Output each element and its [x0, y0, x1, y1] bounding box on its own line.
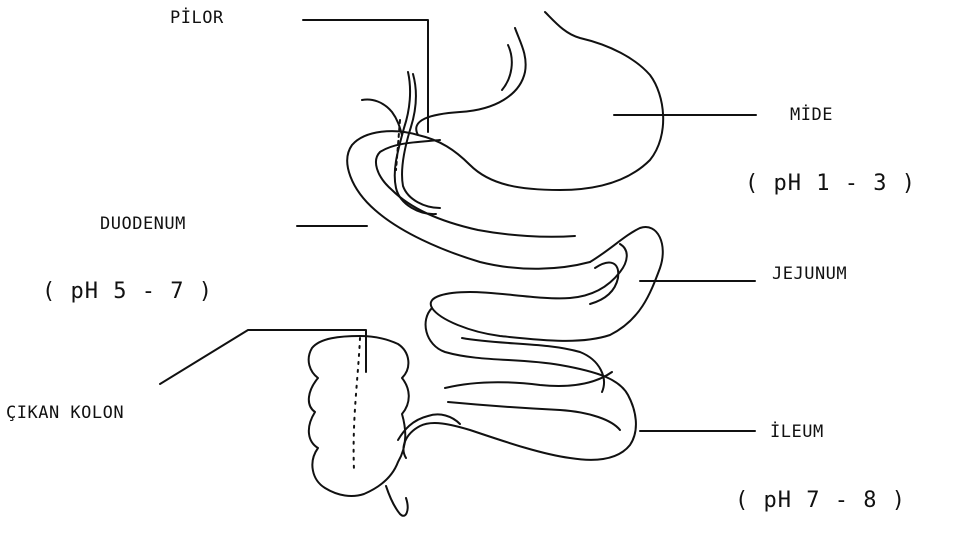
duodenum-outline: [347, 131, 590, 269]
jejunum-inner-curve: [590, 263, 618, 304]
colon-appendix: [386, 486, 408, 516]
colon-dotted-taenia: [354, 338, 360, 470]
stomach-outline: [416, 12, 663, 190]
ileum-loop-connector: [445, 372, 612, 388]
ileum-lower-inner: [448, 402, 620, 430]
colon-outline: [309, 336, 409, 496]
duodenum-inner: [376, 140, 575, 237]
mide-label: MİDE: [790, 107, 833, 124]
duodenum-ph-label: ( pH 5 - 7 ): [42, 281, 213, 303]
mide-ph-label: ( pH 1 - 3 ): [745, 173, 916, 195]
duodenum-label: DUODENUM: [100, 216, 186, 233]
stomach-inner-curve: [502, 45, 512, 90]
ileum-label: İLEUM: [770, 424, 824, 441]
jejunum-label: JEJUNUM: [772, 266, 847, 283]
pancreatic-duct-branch: [362, 100, 402, 136]
ileum-ph-label: ( pH 7 - 8 ): [735, 490, 906, 512]
pilor-label: PİLOR: [170, 10, 224, 27]
jejunum-outline: [431, 227, 663, 341]
cikan-kolon-label: ÇIKAN KOLON: [6, 405, 124, 422]
